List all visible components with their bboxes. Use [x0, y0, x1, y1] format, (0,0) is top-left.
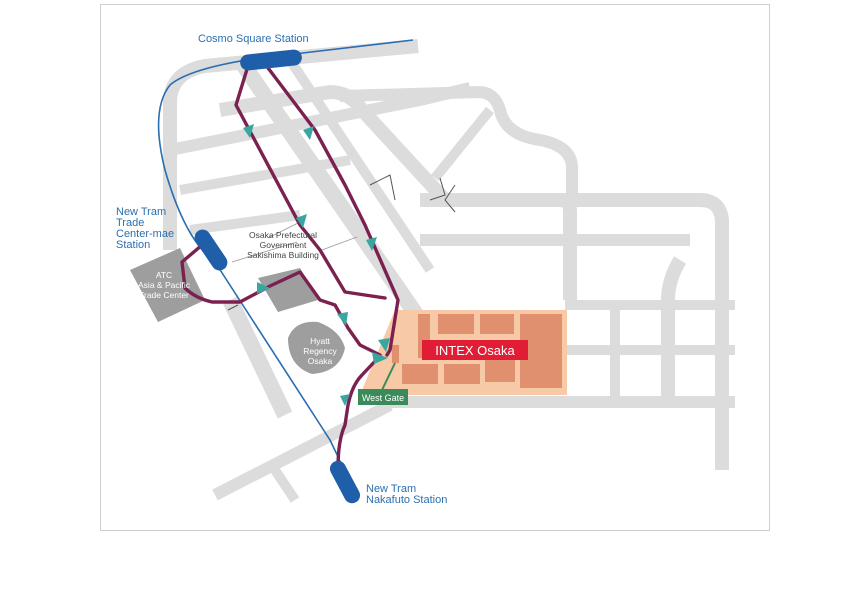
osaka-prefectural-label-2: Government — [260, 240, 307, 250]
hall-6 — [402, 364, 438, 384]
hyatt-building — [288, 321, 345, 374]
west-gate-label-bg — [358, 389, 408, 405]
arrow — [366, 237, 377, 251]
hyatt-label-2: Regency — [303, 346, 337, 356]
atc-station-label-2: Trade — [116, 217, 144, 229]
arrow — [303, 126, 314, 140]
atc-station-label-4: Station — [116, 239, 150, 251]
arrow — [340, 394, 350, 406]
hyatt-label-1: Hyatt — [310, 336, 330, 346]
label-leaders — [231, 221, 358, 263]
route-nakafuto-to-intex — [336, 356, 380, 497]
hall-3 — [480, 314, 514, 334]
road-diag-1 — [431, 106, 494, 182]
atc-station-label-3: Center-mae — [116, 228, 174, 240]
atc-label-2: Asia & Pacific — [138, 280, 191, 290]
road-main-diag — [233, 55, 427, 325]
nakafuto-label-2: Nakafuto Station — [366, 494, 447, 506]
atc-label-1: ATC — [156, 270, 172, 280]
nakafuto-station — [329, 460, 361, 504]
cosmo-square-label: Cosmo Square Station — [198, 33, 309, 45]
west-gate-label: West Gate — [358, 362, 408, 405]
osaka-prefectural-label-3: Sakishima Building — [247, 250, 319, 260]
walking-routes — [180, 58, 400, 497]
trade-center-mae-station — [194, 229, 228, 271]
road-mid-h2 — [189, 210, 301, 235]
intex-label-bg — [422, 340, 528, 360]
road-atc-strip — [222, 296, 293, 419]
building-labels: ATC Asia & Pacific Trade Center Osaka Pr… — [138, 230, 338, 366]
intex-label-text: INTEX Osaka — [435, 343, 515, 358]
osaka-prefectural-label-1: Osaka Prefectural — [249, 230, 317, 240]
arrow — [296, 214, 307, 228]
stations — [194, 49, 361, 504]
bridge-marks — [227, 174, 456, 311]
road-north — [163, 39, 419, 150]
road-network — [163, 39, 735, 503]
route-arrows — [243, 124, 390, 406]
atc-building — [130, 248, 205, 322]
new-tram-line — [157, 39, 414, 501]
cosmo-square-station — [240, 49, 302, 71]
route-atc-to-intex — [180, 238, 382, 357]
arrow — [337, 312, 348, 326]
nakafuto-label-1: New Tram — [366, 483, 416, 495]
station-labels: Cosmo Square Station New Tram Trade Cent… — [116, 33, 447, 506]
arrow — [372, 352, 388, 364]
west-gate-label-text: West Gate — [362, 393, 404, 403]
arrow — [378, 338, 390, 352]
hyatt-label-3: Osaka — [308, 356, 333, 366]
route-cosmo-to-intex-east — [260, 58, 400, 357]
hall-2 — [438, 314, 474, 334]
west-gate-marker — [392, 345, 399, 363]
osaka-prefectural-building — [258, 268, 318, 312]
road-east-right — [661, 256, 687, 400]
road-south-stub — [270, 467, 300, 503]
arrow — [243, 124, 254, 138]
hall-7 — [444, 364, 480, 384]
atc-label-3: Trade Center — [139, 290, 189, 300]
intex-label: INTEX Osaka — [422, 340, 528, 360]
west-gate-leader — [381, 362, 396, 391]
road-southwest — [212, 399, 393, 501]
arrow — [257, 282, 270, 294]
atc-station-label-1: New Tram — [116, 206, 166, 218]
route-cosmo-to-intex-west — [234, 64, 387, 300]
road-inner-loop — [339, 86, 578, 200]
road-east-top — [420, 193, 729, 320]
road-main-diag2 — [285, 57, 435, 273]
